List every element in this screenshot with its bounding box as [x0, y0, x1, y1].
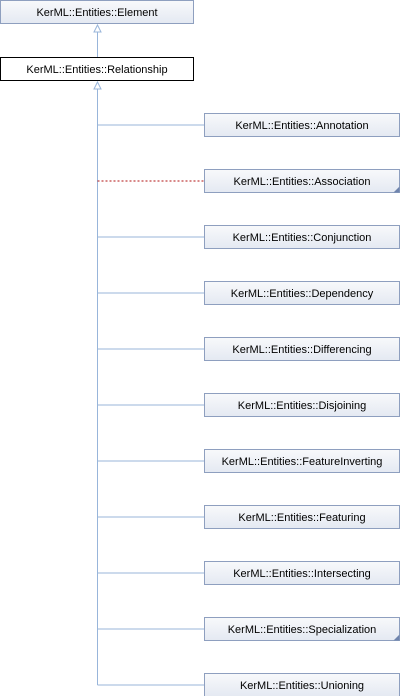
node-disjoining[interactable]: KerML::Entities::Disjoining [204, 393, 400, 417]
node-annotation-label: KerML::Entities::Annotation [235, 120, 368, 132]
node-featuring[interactable]: KerML::Entities::Featuring [204, 505, 400, 529]
node-relationship-label: KerML::Entities::Relationship [26, 64, 167, 76]
node-specialization-label: KerML::Entities::Specialization [228, 624, 377, 636]
arrowhead-relationship [93, 80, 102, 90]
node-annotation[interactable]: KerML::Entities::Annotation [204, 113, 400, 137]
node-feature-inverting-label: KerML::Entities::FeatureInverting [222, 456, 383, 468]
more-indicator-icon [393, 634, 400, 641]
arrowhead-element [93, 23, 102, 33]
node-feature-inverting[interactable]: KerML::Entities::FeatureInverting [204, 449, 400, 473]
node-element-box [0, 0, 194, 24]
node-conjunction-label: KerML::Entities::Conjunction [233, 232, 372, 244]
node-dependency[interactable]: KerML::Entities::Dependency [204, 281, 400, 305]
child-nodes: KerML::Entities::AnnotationKerML::Entiti… [204, 113, 400, 696]
node-conjunction[interactable]: KerML::Entities::Conjunction [204, 225, 400, 249]
node-differencing-label: KerML::Entities::Differencing [232, 344, 371, 356]
node-unioning-label: KerML::Entities::Unioning [240, 680, 364, 692]
node-intersecting[interactable]: KerML::Entities::Intersecting [204, 561, 400, 585]
more-indicator-icon [393, 186, 400, 193]
node-disjoining-label: KerML::Entities::Disjoining [238, 400, 366, 412]
node-differencing[interactable]: KerML::Entities::Differencing [204, 337, 400, 361]
node-relationship[interactable]: KerML::Entities::Relationship [0, 57, 194, 81]
edges [93, 23, 205, 686]
node-specialization[interactable]: KerML::Entities::Specialization [204, 617, 400, 641]
node-relationship-box [0, 57, 194, 81]
node-unioning[interactable]: KerML::Entities::Unioning [204, 673, 400, 696]
node-dependency-label: KerML::Entities::Dependency [231, 288, 374, 300]
node-intersecting-label: KerML::Entities::Intersecting [233, 568, 371, 580]
node-association[interactable]: KerML::Entities::Association [204, 169, 400, 193]
node-featuring-label: KerML::Entities::Featuring [238, 512, 365, 524]
node-element-label: KerML::Entities::Element [36, 7, 157, 19]
node-element[interactable]: KerML::Entities::Element [0, 0, 194, 24]
node-association-label: KerML::Entities::Association [234, 176, 371, 188]
